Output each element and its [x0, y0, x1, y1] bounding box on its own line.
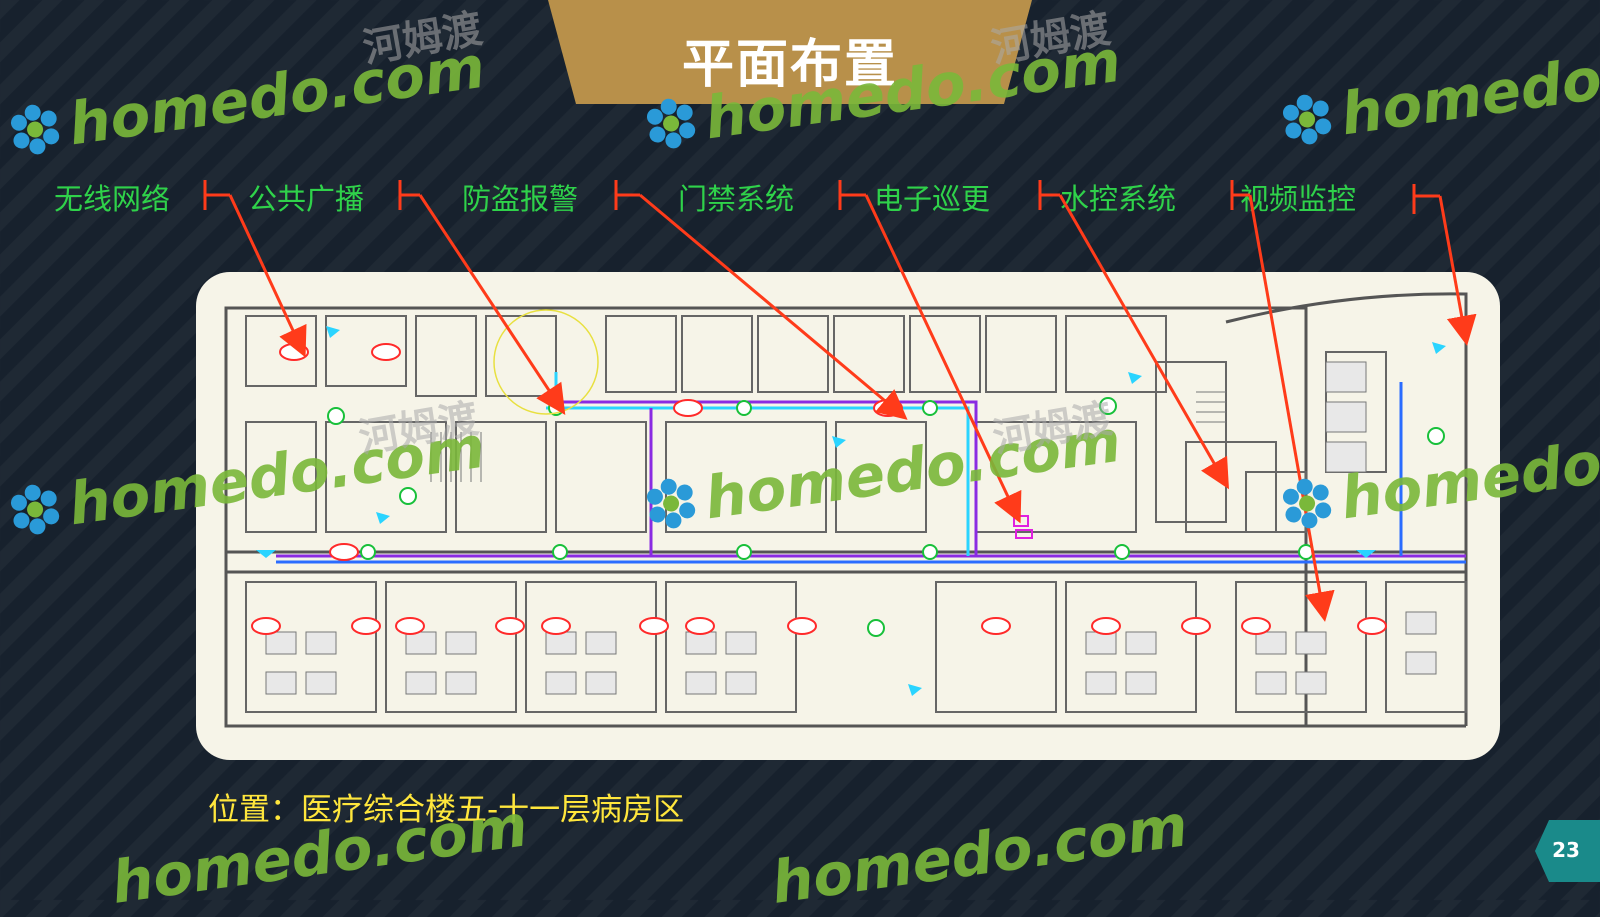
page-number: 23 — [1552, 838, 1580, 862]
bracket-alarm — [614, 180, 640, 210]
title-banner-shape — [548, 0, 1032, 104]
bracket-patrol — [1038, 180, 1060, 210]
bracket-video — [1412, 184, 1440, 214]
watermark-cn: 河姆渡 — [359, 5, 486, 73]
bracket-access — [838, 180, 866, 210]
watermark-logo: homedo.com — [1274, 23, 1600, 157]
watermark-flower-icon — [1282, 94, 1332, 145]
page-title: 平面布置 — [681, 35, 898, 95]
watermark-text: homedo.com — [1336, 22, 1600, 149]
floor-plan — [196, 272, 1500, 760]
page-number-shape — [1535, 820, 1600, 882]
floor-plan-drawing — [224, 292, 1468, 728]
system-label-wireless: 无线网络 — [54, 182, 171, 216]
system-label-access-control: 门禁系统 — [678, 182, 795, 216]
bracket-broadcast — [398, 180, 420, 210]
system-label-patrol: 电子巡更 — [874, 182, 991, 216]
system-label-video-surveillance: 视频监控 — [1240, 182, 1357, 216]
system-label-alarm: 防盗报警 — [462, 182, 579, 216]
system-label-broadcast: 公共广播 — [248, 182, 365, 216]
watermark-text: homedo.com — [767, 791, 1192, 917]
watermark-flower-icon — [10, 484, 60, 535]
title-banner: 平面布置 — [548, 0, 1032, 104]
location-caption: 位置：医疗综合楼五-十一层病房区 — [208, 792, 685, 828]
page-number-badge: 23 — [1535, 820, 1600, 882]
watermark-logo: homedo.com — [767, 791, 1191, 917]
bracket-wireless — [203, 180, 230, 210]
system-label-water-control: 水控系统 — [1060, 182, 1177, 216]
watermark-flower-icon — [10, 104, 60, 155]
